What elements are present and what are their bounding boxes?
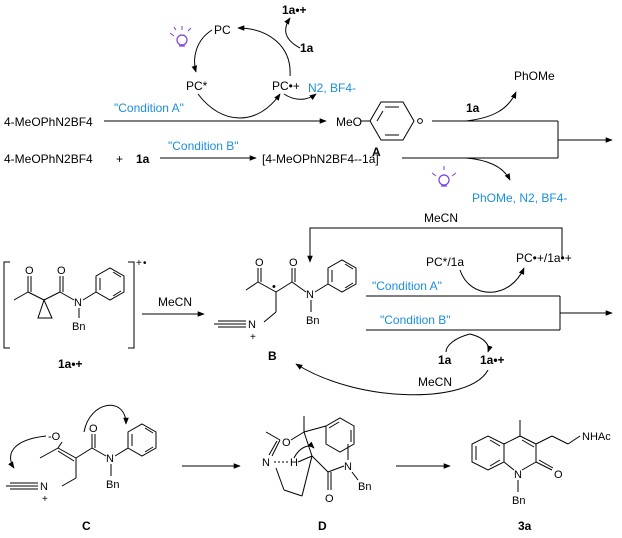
cycle-substrate-label: 1a xyxy=(300,41,314,55)
intermediate-c-label: C xyxy=(82,519,91,533)
p3a-n-atom: N xyxy=(514,469,522,481)
compound-1a-radical-cation-label: 1a•+ xyxy=(58,357,83,371)
path-a-reagent: 4-MeOPhN2BF4 xyxy=(4,115,93,129)
mecn-return-arrow xyxy=(295,363,489,396)
middle-row: + • O O N Bn 1a•+ MeCN xyxy=(3,211,613,396)
intermediate-d-structure: O N H O N Bn xyxy=(262,416,371,505)
bracket-radical-dot: • xyxy=(143,258,147,269)
b-o-atom-1: O xyxy=(255,257,264,269)
b-n-atom: N xyxy=(306,289,314,301)
c-o-atom: O xyxy=(89,423,98,435)
intermediate-c-structure: -O O N Bn N + xyxy=(6,405,157,505)
redox-arrow xyxy=(459,267,525,293)
d-curved-arrow xyxy=(293,441,315,459)
cycle-byproducts-label: N2, BF4- xyxy=(308,81,356,95)
c-nitrilium-n: N xyxy=(40,481,48,493)
c-curved-arrow-1 xyxy=(83,405,129,433)
b-branch-arrow-left xyxy=(445,333,471,353)
c-n-atom: N xyxy=(106,453,114,465)
path-a-product-arrow xyxy=(465,91,517,122)
d-n-atom-2: N xyxy=(344,461,352,473)
path-b-substrate: 1a xyxy=(136,152,150,166)
redox-right-label: PC•+/1a•+ xyxy=(516,251,572,265)
c-curved-arrow-2 xyxy=(8,435,47,469)
o-atom-1: O xyxy=(25,265,34,277)
b-o-atom-2: O xyxy=(289,257,298,269)
branch-condition-b: "Condition B" xyxy=(380,313,451,327)
b-branch-right: 1a•+ xyxy=(480,353,505,367)
b-radical-dot: • xyxy=(272,281,276,293)
c-nitrilium-plus: + xyxy=(42,494,48,505)
p3a-bn-group: Bn xyxy=(512,495,525,507)
photocatalytic-cycle: PC PC* PC•+ 1a•+ 1a N2, BF4- xyxy=(169,3,356,119)
cycle-arrow-to-byproducts xyxy=(283,93,317,101)
c-enolate-o: -O xyxy=(48,431,61,443)
path-b-complex: [4-MeOPhN2BF4--1a] xyxy=(262,152,379,166)
compound-1a-radical-cation: O O N Bn xyxy=(13,265,125,333)
bn-group: Bn xyxy=(72,321,85,333)
b-branch-left: 1a xyxy=(438,353,452,367)
intermediate-b-label: B xyxy=(268,349,277,363)
cycle-pc-excited-label: PC* xyxy=(186,79,208,93)
cycle-arrow-pc-to-pcstar xyxy=(191,29,213,73)
cycle-pc-label: PC xyxy=(214,23,231,37)
path-a-partner: 1a xyxy=(466,101,480,115)
right-bracket xyxy=(128,261,135,349)
left-bracket xyxy=(3,261,10,349)
path-a-condition: "Condition A" xyxy=(114,101,184,115)
light-bulb-icon-2 xyxy=(431,166,457,187)
d-n-atom: N xyxy=(262,457,270,469)
p3a-nhac-group: NHAc xyxy=(582,431,611,443)
b-nitrilium-plus: + xyxy=(250,332,256,343)
product-3a-label: 3a xyxy=(518,519,532,533)
intermediate-b-structure: O • O N Bn N + xyxy=(214,257,357,343)
mecn-loop-top xyxy=(307,227,563,263)
bracket-charge: + xyxy=(136,258,142,269)
d-o-atom: O xyxy=(282,437,291,449)
mecn-arrow-label: MeCN xyxy=(158,295,192,309)
path-b-plus: + xyxy=(116,152,123,166)
path-b-condition: "Condition B" xyxy=(168,139,239,153)
cycle-arrow-pccation-to-pc xyxy=(237,25,291,77)
d-bn-group: Bn xyxy=(358,481,371,493)
p3a-o-atom: O xyxy=(554,469,563,481)
redox-left-label: PC*/1a xyxy=(426,255,464,269)
c-bn-group: Bn xyxy=(106,479,119,491)
path-a-product: PhOMe xyxy=(514,69,555,83)
path-b-products: PhOMe, N2, BF4- xyxy=(472,191,567,205)
mecn-return-label: MeCN xyxy=(418,375,452,389)
aryl-ring xyxy=(369,101,415,141)
b-nitrilium-n: N xyxy=(248,319,256,331)
bottom-row: -O O N Bn N + C xyxy=(6,405,611,533)
path-b-product-arrow xyxy=(465,157,511,181)
d-o-atom-2: O xyxy=(325,493,334,505)
cycle-radical-cation-label: 1a•+ xyxy=(282,3,307,17)
cycle-arrow-pcstar-to-pccation xyxy=(197,93,281,119)
product-3a-structure: O N Bn NHAc xyxy=(471,420,611,507)
path-a-row: 4-MeOPhN2BF4 "Condition A" MeO A 1a PhOM… xyxy=(4,69,558,159)
aryl-radical-dot xyxy=(417,118,423,124)
n-atom: N xyxy=(74,297,82,309)
path-b-row: 4-MeOPhN2BF4 + 1a "Condition B" [4-MeOPh… xyxy=(4,121,613,205)
branch-condition-a: "Condition A" xyxy=(372,279,442,293)
aryl-ring-double-3 xyxy=(376,110,384,122)
aryl-methoxy-group: MeO xyxy=(336,115,362,129)
cycle-pc-cation-label: PC•+ xyxy=(272,79,300,93)
mecn-loop-top-label: MeCN xyxy=(424,211,458,225)
d-h-atom: H xyxy=(290,457,298,469)
cycle-arrow-substrate-to-radical xyxy=(284,17,301,49)
path-b-reagent: 4-MeOPhN2BF4 xyxy=(4,152,93,166)
intermediate-d-label: D xyxy=(318,519,327,533)
b-bn-group: Bn xyxy=(306,315,319,327)
b-branch-arrow xyxy=(469,333,493,353)
intermediate-a-label: A xyxy=(372,145,381,159)
o-atom-2: O xyxy=(57,265,66,277)
light-bulb-icon xyxy=(169,26,192,47)
